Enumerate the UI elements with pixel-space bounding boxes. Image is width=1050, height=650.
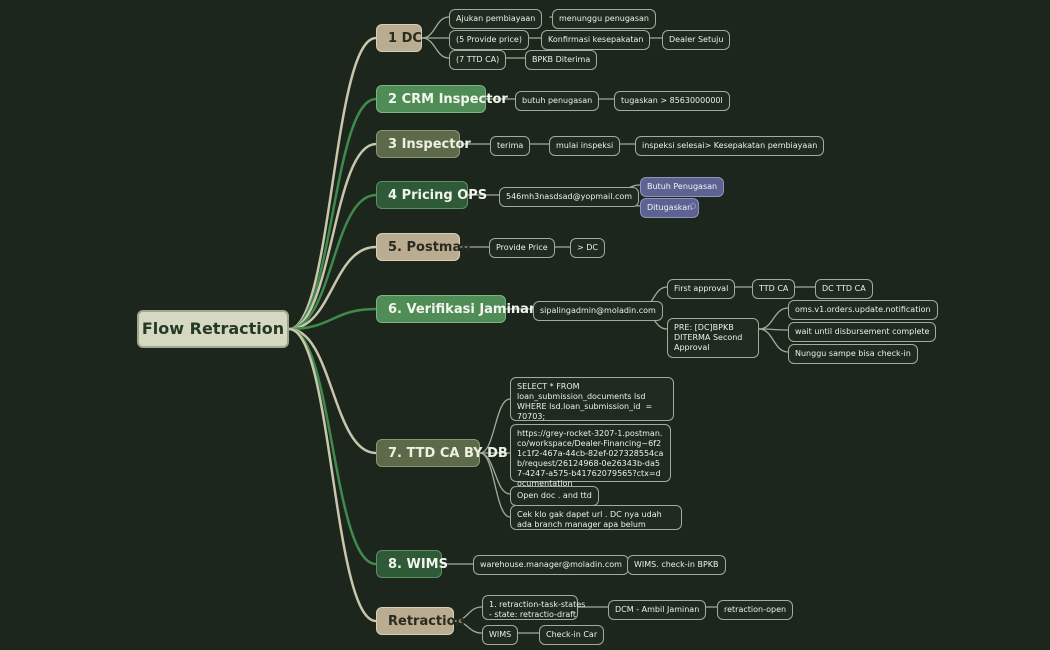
connector-root-retraction	[287, 327, 378, 623]
branch-6-verifikasi-jaminan[interactable]: 6. Verifikasi Jaminan	[376, 295, 538, 323]
leaf-postman-url[interactable]: https://grey-rocket-3207-1.postman.co/wo…	[510, 424, 671, 488]
leaf-provide-price[interactable]: (5 Provide price)	[449, 30, 529, 50]
leaf-first-approval[interactable]: First approval	[667, 279, 736, 299]
connector-root-ttd	[287, 327, 378, 455]
leaf-to-dc[interactable]: > DC	[570, 238, 605, 258]
leaf-dc-ttd-ca[interactable]: DC TTD CA	[815, 279, 873, 299]
connector-root-dc	[287, 36, 378, 331]
collapse-toggle-icon[interactable]	[690, 203, 696, 209]
leaf-ditugaskan-purple[interactable]: Ditugaskan	[640, 198, 700, 218]
leaf-ttd-ca-verif[interactable]: TTD CA	[752, 279, 796, 299]
leaf-wims-retraction[interactable]: WIMS	[482, 625, 519, 645]
leaf-konfirmasi-kesepakatan[interactable]: Konfirmasi kesepakatan	[541, 30, 651, 50]
connector-root-wims	[287, 327, 378, 566]
leaf-sql-query[interactable]: SELECT * FROM loan_submission_documents …	[510, 377, 674, 441]
connector-root-crm	[287, 97, 378, 331]
connector-root-verifikasi	[287, 307, 378, 331]
connector-root-inspector	[287, 142, 378, 331]
leaf-second-approval[interactable]: PRE: [DC]BPKB DITERMA Second Approval	[667, 318, 759, 358]
leaf-nunggu-check-in[interactable]: Nunggu sampe bisa check-in	[788, 344, 918, 364]
leaf-ttd-ca[interactable]: (7 TTD CA)	[449, 50, 507, 70]
leaf-inspeksi-selesai[interactable]: inspeksi selesai> Kesepakatan pembiayaan	[635, 136, 825, 156]
branch-8-wims[interactable]: 8. WIMS	[376, 550, 448, 578]
connector-root-postman	[287, 245, 378, 331]
leaf-dcm-ambil-jaminan[interactable]: DCM - Ambil Jaminan	[608, 600, 707, 620]
leaf-pricing-email[interactable]: 546mh3nasdsad@yopmail.com	[499, 187, 640, 207]
connector-ttd-sql	[479, 398, 511, 454]
leaf-oms-notification[interactable]: oms.v1.orders.update.notification	[788, 300, 938, 320]
leaf-terima[interactable]: terima	[490, 136, 531, 156]
branch-3-inspector[interactable]: 3 Inspector	[376, 130, 471, 158]
leaf-bpkb-diterima[interactable]: BPKB Diterima	[525, 50, 598, 70]
branch-5-postman[interactable]: 5. Postman	[376, 233, 471, 261]
leaf-warehouse-email[interactable]: warehouse.manager@moladin.com	[473, 555, 629, 575]
leaf-wims-check-in-bpkb[interactable]: WIMS. check-in BPKB	[627, 555, 726, 575]
leaf-butuh-penugasan[interactable]: butuh penugasan	[515, 91, 600, 111]
connector-dc-ttd	[421, 37, 450, 59]
connector-retraction-wims	[453, 620, 483, 634]
connector-ttd-cek	[479, 452, 511, 518]
connector-second-oms	[758, 307, 789, 330]
connector-dc-ajukan	[421, 16, 450, 39]
leaf-check-in-car[interactable]: Check-in Car	[539, 625, 605, 645]
leaf-ajukan-pembiayaan[interactable]: Ajukan pembiayaan	[449, 9, 543, 29]
branch-2-crm-inspector[interactable]: 2 CRM Inspector	[376, 85, 508, 113]
leaf-retraction-open[interactable]: retraction-open	[717, 600, 794, 620]
leaf-menunggu-penugasan[interactable]: menunggu penugasan	[552, 9, 656, 29]
leaf-provide-price-postman[interactable]: Provide Price	[489, 238, 555, 258]
branch-1-dc[interactable]: 1 DC	[376, 24, 422, 52]
leaf-dealer-setuju[interactable]: Dealer Setuju	[662, 30, 731, 50]
leaf-tugaskan[interactable]: tugaskan > 8563000000l	[614, 91, 730, 111]
leaf-butuh-penugasan-purple[interactable]: Butuh Penugasan	[640, 177, 725, 197]
leaf-verifikasi-email[interactable]: sipalingadmin@moladin.com	[533, 301, 663, 321]
leaf-mulai-inspeksi[interactable]: mulai inspeksi	[549, 136, 621, 156]
leaf-open-doc[interactable]: Open doc . and ttd	[510, 486, 599, 506]
connector-root-pricing	[287, 193, 378, 331]
root-node[interactable]: Flow Retraction	[137, 310, 289, 348]
leaf-wait-disbursement[interactable]: wait until disbursement complete	[788, 322, 937, 342]
branch-7-ttd-ca-by-db[interactable]: 7. TTD CA BY DB	[376, 439, 508, 467]
branch-retraction[interactable]: Retraction	[376, 607, 465, 635]
leaf-retraction-task-states[interactable]: 1. retraction-task-states - state: retra…	[482, 595, 585, 620]
connector-second-nunggu	[758, 328, 789, 353]
branch-4-pricing-ops[interactable]: 4 Pricing OPS	[376, 181, 487, 209]
leaf-cek-url[interactable]: Cek klo gak dapet url . DC nya udah ada …	[510, 505, 682, 530]
